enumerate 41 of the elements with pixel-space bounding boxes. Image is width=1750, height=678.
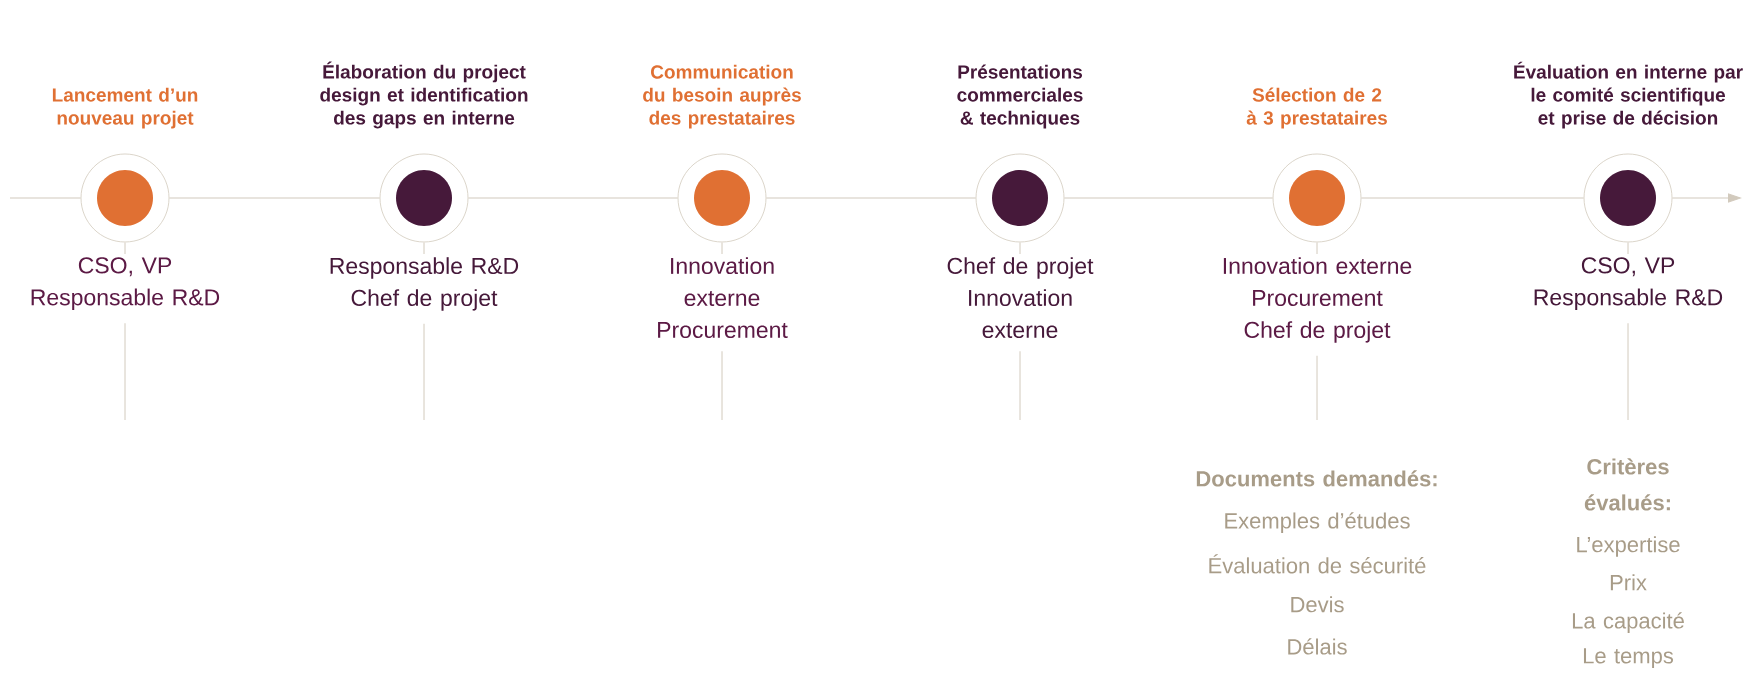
- connector-line: [423, 241, 425, 255]
- connector-line: [1019, 241, 1021, 255]
- milestone-title: Évaluation en interne par le comité scientifique et prise de décision: [1514, 61, 1743, 129]
- milestone-title: Présentations commerciales & techniques: [957, 64, 1083, 129]
- role-text: CSO, VP Responsable R&D: [1534, 257, 1723, 310]
- list-item: Le temps: [1583, 648, 1674, 668]
- connector-line: [1360, 197, 1585, 199]
- list-item: Prix: [1610, 574, 1647, 591]
- connector-line: [467, 197, 679, 199]
- connector-line: [1316, 355, 1318, 421]
- list-item: L’expertise: [1577, 536, 1680, 557]
- list-item: Délais: [1288, 638, 1347, 655]
- connector-line: [9, 197, 82, 199]
- role-text: Responsable R&D Chef de projet: [330, 257, 519, 311]
- connector-line: [1019, 350, 1021, 421]
- milestone-title: Sélection de 2 à 3 prestataires: [1246, 87, 1387, 129]
- list-heading: Documents demandés:: [1196, 470, 1437, 487]
- connector-line: [1316, 241, 1318, 255]
- list-item: Devis: [1291, 596, 1344, 613]
- role-text: Innovation externe Procurement: [658, 257, 788, 339]
- role-text: CSO, VP Responsable R&D: [31, 257, 220, 310]
- milestone-title: Lancement d’un nouveau projet: [52, 87, 198, 129]
- connector-line: [1627, 322, 1629, 421]
- role-text: Innovation externe Procurement Chef de projet: [1223, 257, 1412, 343]
- list-item: Évaluation de sécurité: [1209, 554, 1426, 574]
- connector-line: [124, 322, 126, 421]
- connector-line: [1627, 241, 1629, 255]
- list-item: Exemples d’études: [1225, 512, 1410, 533]
- role-text: Chef de projet Innovation externe: [947, 257, 1094, 339]
- timeline-arrow: [1671, 193, 1741, 203]
- connector-line: [765, 197, 977, 199]
- list-heading: Critères évalués:: [1584, 458, 1670, 511]
- milestone-title: Communication du besoin auprès des prestataires: [643, 64, 801, 129]
- connector-line: [721, 350, 723, 421]
- connector-line: [721, 241, 723, 255]
- milestone-title: Élaboration du project design et identification des gaps en interne: [320, 61, 528, 129]
- connector-line: [423, 323, 425, 421]
- connector-line: [124, 241, 126, 255]
- connector-line: [1063, 197, 1274, 199]
- list-item: La capacité: [1572, 612, 1684, 633]
- connector-line: [168, 197, 381, 199]
